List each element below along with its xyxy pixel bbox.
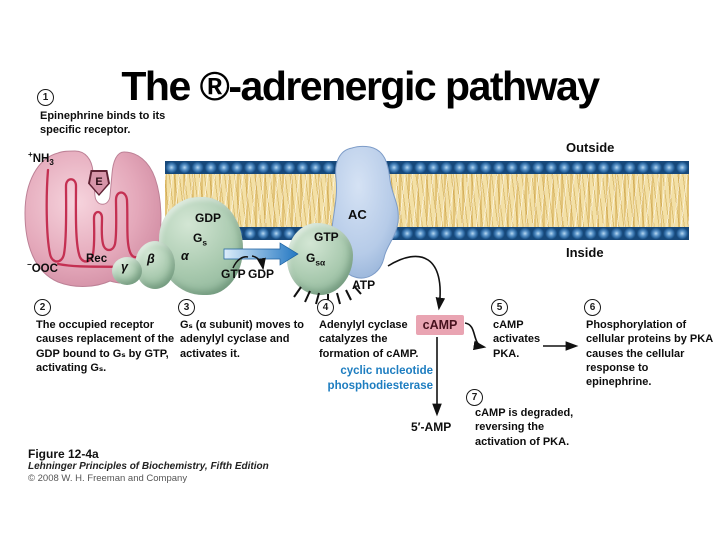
pde-line1: cyclic nucleotide (340, 365, 433, 377)
gamma-subunit-label: γ (121, 260, 128, 274)
nh3-terminus-label: +NH3 (28, 150, 54, 167)
step-1-number: 1 (37, 89, 54, 106)
step-5-text: cAMP activates PKA. (493, 319, 541, 360)
epinephrine-molecule: E (88, 170, 110, 196)
g-beta-subunit-body (135, 241, 175, 289)
plasma-membrane (165, 161, 689, 240)
step-6-number: 6 (584, 299, 601, 316)
ooc-minus: − (27, 260, 32, 269)
gsa-sub: sα (315, 257, 326, 268)
page-title: The ®-adrenergic pathway (121, 63, 600, 110)
ooc-terminus-label: −OOC (27, 260, 58, 275)
ooc-base: OOC (31, 262, 58, 275)
step-7-text: cAMP is degraded, reversing the activati… (475, 407, 574, 448)
step-4-text: Adenylyl cyclase catalyzes the formation… (319, 319, 419, 360)
atp-to-camp-arrow (387, 255, 446, 311)
gdp-out-label: GDP (248, 267, 275, 281)
phosphodiesterase-label: cyclic nucleotide phosphodiesterase (296, 364, 433, 394)
nh3-sub: 3 (49, 158, 54, 168)
camp-box: cAMP (416, 315, 464, 335)
gtp-bound-label: GTP (314, 230, 339, 244)
camp-to-pka-arrow (464, 322, 487, 351)
book-title: Lehninger Principles of Biochemistry, Fi… (28, 461, 269, 472)
step-1-text: Epinephrine binds to its specific recept… (40, 110, 166, 137)
gsa-base: G (306, 251, 316, 265)
activation-rays (293, 285, 362, 305)
inside-label: Inside (566, 245, 604, 260)
copyright-line: © 2008 W. H. Freeman and Company (28, 473, 188, 484)
step-2-text: The occupied receptor causes replacement… (36, 319, 175, 374)
gdp-label: GDP (195, 211, 222, 225)
nh3-plus: + (28, 150, 33, 159)
lipid-heads-outer (165, 161, 689, 174)
step-4-number: 4 (317, 299, 334, 316)
outside-label: Outside (566, 140, 615, 155)
epinephrine-label: E (90, 172, 108, 194)
nh3-base: NH (32, 152, 50, 165)
beta-subunit-label: β (147, 252, 155, 266)
step-3-number: 3 (178, 299, 195, 316)
gs-sub: s (202, 237, 208, 248)
rec-label: Rec (86, 253, 108, 265)
gs-base: G (193, 231, 203, 245)
step-3-text: Gₛ (α subunit) moves to adenylyl cyclase… (180, 319, 305, 360)
g-gamma-subunit-body (112, 257, 142, 285)
lipid-bilayer-tails (165, 174, 689, 227)
gdp-out-arc (251, 255, 266, 271)
gtp-in-arc (232, 256, 249, 269)
active-gs-alpha-body (287, 223, 353, 295)
pde-line2: phosphodiesterase (327, 380, 433, 393)
step-2-number: 2 (34, 299, 51, 316)
gtp-in-label: GTP (221, 267, 246, 281)
gs-label: Gs (193, 231, 207, 247)
gs-protein-alpha-subunit-body (159, 197, 243, 295)
adenylyl-cyclase-label: AC (348, 207, 367, 222)
step-5-number: 5 (491, 299, 508, 316)
gtp-exchange-arrow (223, 242, 299, 266)
amp-label: 5′-AMP (411, 420, 452, 434)
atp-label: ATP (352, 278, 376, 292)
gs-alpha-label: Gsα (306, 251, 325, 267)
receptor-serpentine-line (45, 168, 146, 263)
step-6-text: Phosphorylation of cellular proteins by … (586, 319, 713, 389)
alpha-subunit-label: α (181, 249, 189, 263)
step-7-number: 7 (466, 389, 483, 406)
figure-number: Figure 12-4a (28, 447, 99, 461)
